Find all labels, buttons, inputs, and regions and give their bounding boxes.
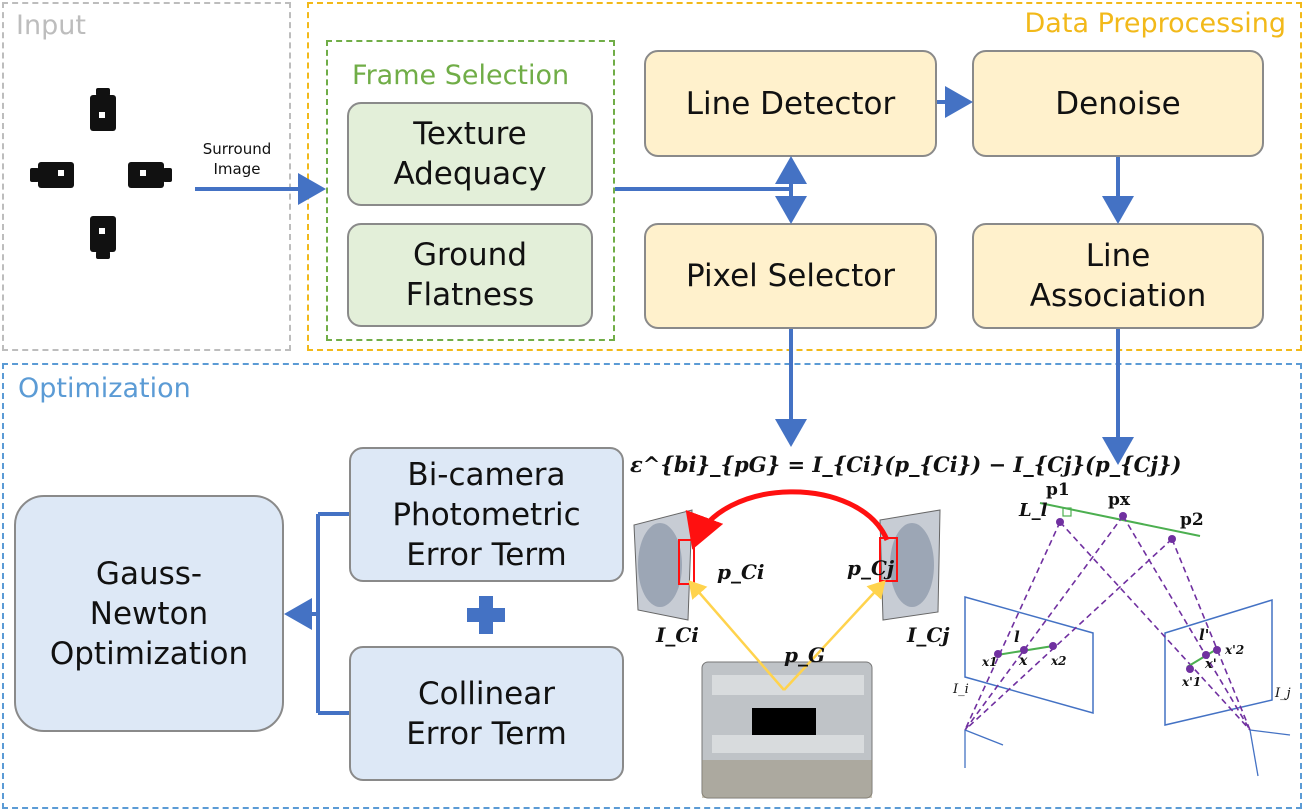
optimization-region: [2, 363, 1302, 809]
optimization-title: Optimization: [18, 373, 191, 404]
fisheye-image-left: [633, 509, 695, 621]
ground-flatness-box: Ground Flatness: [347, 223, 593, 327]
frame-selection-title: Frame Selection: [352, 60, 570, 91]
p2-label: p2: [1180, 510, 1204, 530]
x-prime-label: x': [1205, 657, 1217, 672]
px-label: px: [1108, 490, 1131, 510]
gauss-newton-box: Gauss- Newton Optimization: [14, 495, 284, 732]
Ij-label: I_j: [1275, 686, 1291, 701]
x1-prime-label: x'1: [1182, 675, 1202, 689]
Ii-label: I_i: [953, 682, 969, 697]
preprocessing-title: Data Preprocessing: [1024, 8, 1286, 39]
frame-selection-region: [326, 40, 615, 341]
x-label: x: [1019, 653, 1028, 669]
photometric-equation: ε^{bi}_{pG} = I_{Ci}(p_{Ci}) − I_{Cj}(p_…: [630, 452, 1182, 477]
surround-image-label: Surround Image: [202, 140, 272, 178]
collinear-error-box: Collinear Error Term: [349, 646, 624, 781]
texture-adequacy-box: Texture Adequacy: [347, 102, 593, 206]
x2-prime-label: x'2: [1225, 643, 1245, 657]
camera-bottom-icon: [90, 216, 116, 259]
correspondence-arc: [685, 489, 890, 550]
p-cj-label: p_Cj: [847, 556, 895, 580]
pixel-selector-box: Pixel Selector: [644, 223, 937, 329]
camera-right-icon: [128, 162, 172, 188]
denoise-box: Denoise: [972, 50, 1264, 157]
camera-top-icon: [90, 88, 116, 131]
line-Ll-label: L_l: [1019, 500, 1048, 521]
input-title: Input: [16, 10, 86, 41]
p-g-label: p_G: [784, 643, 826, 667]
fisheye-image-right: [879, 509, 941, 621]
p1-label: p1: [1046, 480, 1070, 500]
ground-image: [701, 661, 873, 799]
input-region: [2, 2, 291, 351]
bi-camera-photometric-box: Bi-camera Photometric Error Term: [349, 447, 624, 582]
i-cj-label: I_Cj: [907, 623, 950, 647]
plus-icon: [467, 596, 505, 634]
p-ci-label: p_Ci: [717, 560, 765, 584]
x1-label: x1: [982, 655, 998, 669]
line-detector-box: Line Detector: [644, 50, 937, 157]
i-ci-label: I_Ci: [656, 623, 699, 647]
line-association-box: Line Association: [972, 223, 1264, 329]
l-label: l: [1014, 628, 1020, 646]
l-prime-label: l': [1199, 626, 1210, 644]
collinear-geometry: [964, 502, 1291, 777]
camera-left-icon: [30, 162, 74, 188]
x2-label: x2: [1051, 654, 1067, 668]
